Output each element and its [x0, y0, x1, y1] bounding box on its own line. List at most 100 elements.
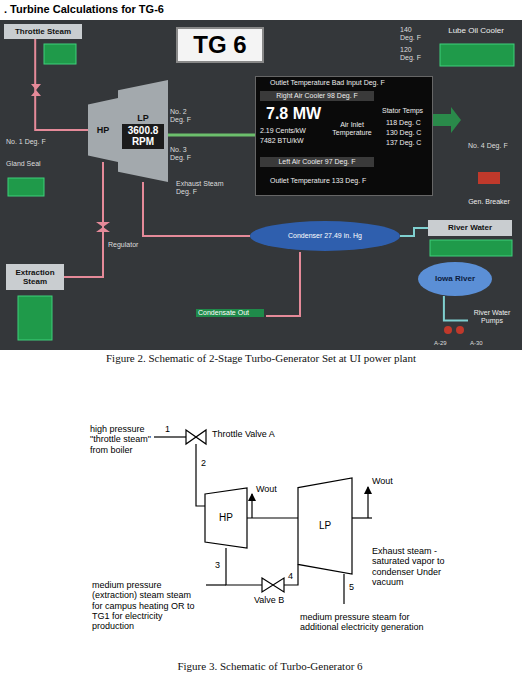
label-text: A-30	[470, 340, 496, 347]
river-shape: Iowa River	[418, 262, 492, 296]
node-text: Lube Oil Cooler	[448, 26, 504, 35]
node-outline	[262, 578, 284, 592]
pump-label: River Water Pumps	[468, 300, 516, 334]
label-text: 1	[165, 424, 170, 434]
label-text: Wout	[256, 484, 277, 494]
connector	[64, 162, 103, 277]
cooler-box: Lube Oil Cooler	[436, 26, 516, 68]
label-text: No. 2 Deg. F	[170, 108, 200, 124]
node-outline	[186, 430, 206, 444]
figure-caption: Figure 3. Schematic of Turbo-Generator 6	[60, 660, 480, 673]
label-text: Exhaust Steam Deg. F	[176, 180, 238, 196]
valve-symbol: Valve B	[262, 578, 284, 592]
node-text: Valve B	[254, 595, 284, 605]
generator-arrow	[433, 107, 461, 133]
node-text: HP	[219, 512, 233, 524]
connector	[400, 228, 428, 236]
edge-label: 4	[287, 571, 294, 581]
node-text: Right Air Cooler 98 Deg. F	[260, 91, 374, 101]
pipe-line	[343, 574, 344, 604]
label-text: 140 Deg. F	[400, 26, 428, 42]
condenser-tank: Condenser 27.49 in. Hg	[250, 221, 400, 251]
breaker-symbol	[478, 172, 500, 184]
label-text: Condensate Out	[196, 309, 264, 317]
title-box: TG 6	[176, 27, 264, 63]
label-text: medium pressure (extraction) steam steam…	[92, 580, 202, 632]
work-arrow	[367, 487, 368, 518]
node-text: Iowa River	[435, 274, 475, 283]
node-shape	[262, 578, 284, 592]
node-text: HP	[97, 125, 110, 135]
node-text: 7482 BTU/kW	[260, 137, 304, 145]
node-shape	[88, 98, 118, 162]
node-text: LP	[319, 520, 331, 532]
connector	[35, 39, 88, 130]
pipe-line	[352, 517, 372, 518]
turbine-stage: HP	[205, 488, 247, 548]
node-text: 2.19 Cents/kW	[260, 127, 306, 135]
label-text: medium pressure steam for additional ele…	[300, 612, 425, 633]
connector	[226, 548, 262, 585]
node-text: Throttle Steam	[15, 27, 71, 36]
node-text: Extraction Steam	[6, 268, 64, 286]
node-text: Throttle Valve A	[212, 429, 275, 439]
condensate-pipe	[266, 252, 300, 316]
label-text: Figure 2. Schematic of 2-Stage Turbo-Gen…	[20, 352, 502, 365]
breaker-box: Gen. Breaker	[464, 170, 514, 206]
node-text: Stator Temps	[382, 107, 423, 115]
node-text: 118 Deg. C	[386, 119, 421, 127]
gauge-box	[44, 44, 76, 64]
label-text: Gland Seal	[6, 160, 50, 168]
label-text: 120 Deg. F	[400, 46, 428, 62]
gauge-box	[440, 44, 514, 66]
label-box: River Water	[428, 220, 512, 236]
pump-symbol	[456, 326, 464, 334]
pipe-line	[247, 517, 298, 518]
node-shape	[186, 430, 206, 444]
node-shape	[298, 478, 352, 574]
node-shape	[250, 221, 400, 251]
valve-symbol: Throttle Valve A	[186, 430, 206, 444]
label-text: No. 1 Deg. F	[6, 138, 46, 146]
gauge-box	[430, 240, 512, 256]
turbine-stage: LP3600.8 RPM	[118, 80, 168, 182]
edge-label: 3	[214, 560, 221, 570]
edge-label: 2	[200, 458, 207, 468]
node-text: Outlet Temperature 133 Deg. F	[270, 177, 366, 185]
turbine-stage: LP	[298, 478, 352, 574]
label-text: No. 3 Deg. F	[170, 146, 200, 162]
gauge-box	[18, 296, 52, 340]
screen-ground	[0, 20, 522, 350]
gauge-box	[8, 44, 514, 340]
node-text: 7.8 MW	[266, 105, 321, 123]
node-text: Air Inlet Temperature	[328, 121, 376, 137]
node-text: 130 Deg. C	[386, 129, 421, 137]
turbine-shaft	[168, 134, 255, 137]
page-title: . Turbine Calculations for TG-6	[4, 3, 164, 16]
node-shape	[205, 488, 247, 548]
connector	[196, 444, 205, 506]
node-text: LP	[137, 113, 149, 123]
node-text: Condenser 27.49 in. Hg	[288, 232, 362, 240]
connector	[444, 296, 468, 320]
label-text: No. 4 Deg. F	[468, 142, 508, 150]
label-text: 5	[349, 582, 354, 592]
label-text: Wout	[372, 476, 393, 486]
work-arrow	[251, 494, 252, 518]
node-shape	[418, 262, 492, 296]
node-text: 137 Deg. C	[386, 139, 421, 147]
node-text: River Water	[448, 223, 492, 232]
label-text: Exhaust steam -saturated vapor to conden…	[372, 546, 472, 587]
label-text: high pressure "throttle steam" from boil…	[90, 424, 152, 455]
generator-panel: Outlet Temperature Bad Input Deg. FRight…	[255, 76, 433, 196]
label-text: Regulator	[108, 241, 148, 249]
label-box: Extraction Steam	[6, 264, 64, 290]
node-text: Gen. Breaker	[468, 198, 510, 206]
node-shape	[118, 80, 168, 182]
label-box: Throttle Steam	[4, 24, 82, 39]
pump-symbol	[444, 326, 464, 334]
pipe-line	[206, 584, 226, 585]
label-text: A-29	[434, 340, 460, 347]
